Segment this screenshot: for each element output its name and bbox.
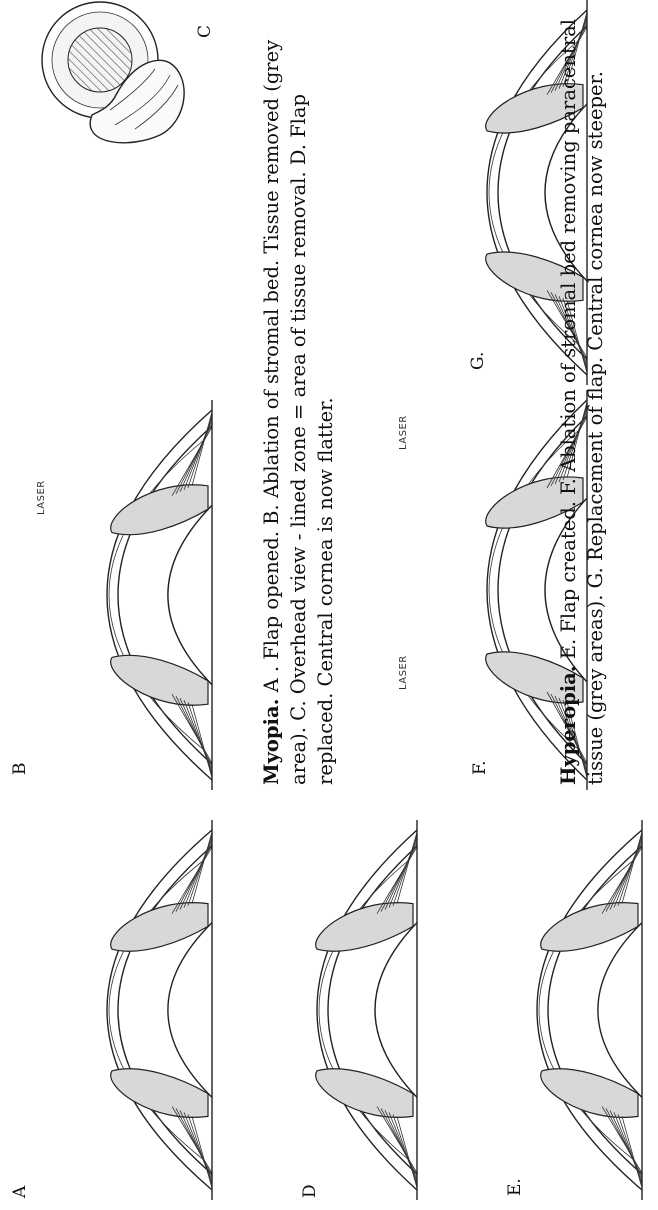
- panel-a-label: A: [10, 1186, 30, 1198]
- panel-f-label: F.: [470, 760, 490, 775]
- hyperopia-caption-heading: Hyperopia.: [557, 665, 580, 785]
- eye-cross-section: [107, 820, 212, 1200]
- panel-c-overhead-view: [20, 10, 200, 155]
- panel-e-label: E.: [505, 1178, 525, 1196]
- panel-b-eye-diagram: [10, 400, 220, 790]
- panel-f-laser-right-label: LASER: [398, 415, 409, 450]
- eye-cross-section: [107, 400, 212, 790]
- hyperopia-caption: Hyperopia. E. Flap created. F. Ablation …: [555, 5, 609, 785]
- panel-b-label: B: [10, 763, 30, 776]
- panel-c-label: C: [195, 25, 215, 38]
- panel-a-eye-diagram: [10, 820, 220, 1200]
- myopia-caption-heading: Myopia.: [260, 699, 283, 785]
- panel-g-label: G.: [468, 352, 488, 370]
- panel-b-laser-label: LASER: [36, 480, 47, 515]
- myopia-caption-text: A . Flap opened. B. Ablation of stromal …: [260, 40, 337, 785]
- eye-cross-section: [316, 820, 417, 1200]
- panel-d-label: D: [300, 1184, 320, 1198]
- eye-cross-section: [537, 820, 642, 1200]
- panel-f-laser-left-label: LASER: [398, 655, 409, 690]
- panel-d-eye-diagram: [225, 820, 425, 1200]
- panel-e-eye-diagram: [440, 820, 650, 1200]
- myopia-caption: Myopia. A . Flap opened. B. Ablation of …: [258, 5, 339, 785]
